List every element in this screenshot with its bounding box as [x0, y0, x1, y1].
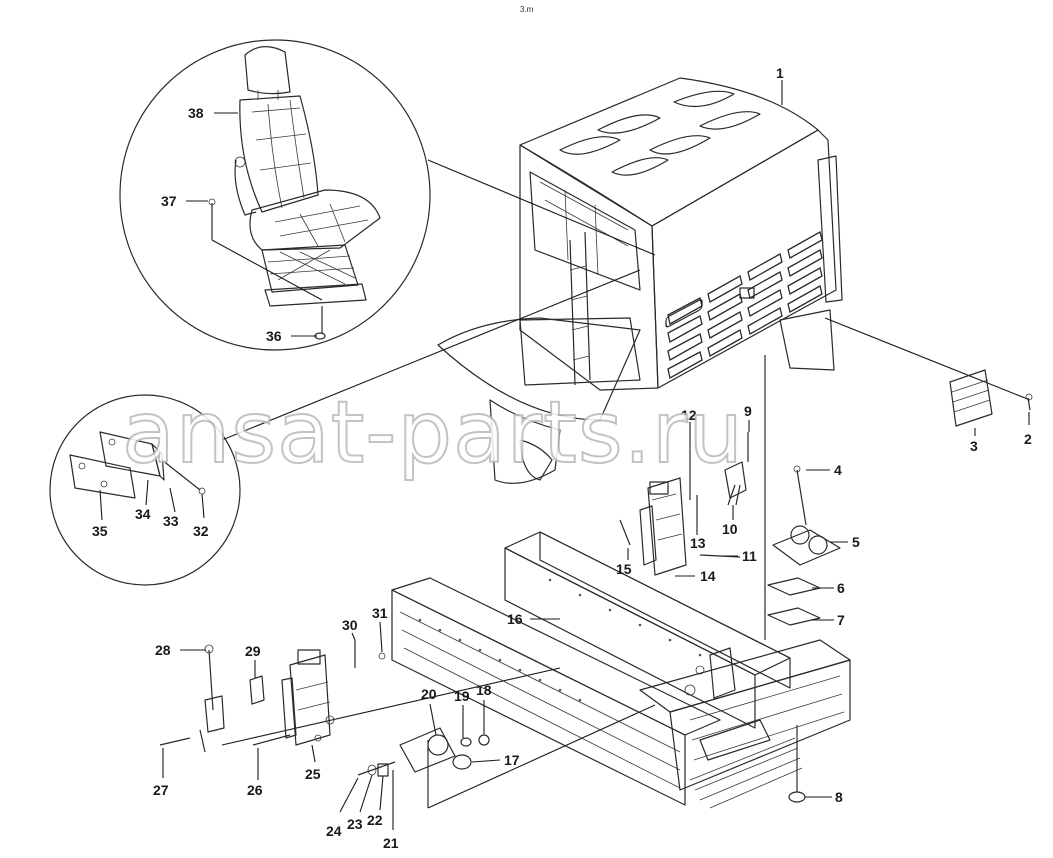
callout-33: 33 [163, 513, 179, 529]
washer-19 [460, 737, 472, 747]
callout-25: 25 [305, 766, 321, 782]
seat-rails [264, 283, 367, 307]
nut-32 [198, 487, 206, 495]
callout-17: 17 [504, 752, 520, 768]
nut-18 [478, 734, 490, 746]
clip-10 [724, 461, 747, 499]
callout-16: 16 [507, 611, 523, 627]
cab-window [529, 171, 641, 291]
bracket-25 [289, 654, 331, 746]
callout-38: 38 [188, 105, 204, 121]
callout-10: 10 [722, 521, 738, 537]
seat-headrest [244, 46, 291, 95]
callout-20: 20 [421, 686, 437, 702]
callout-22: 22 [367, 812, 383, 828]
bolt-33 [161, 459, 201, 491]
cab-mirror [817, 155, 843, 303]
shim-7 [767, 607, 821, 626]
cab-grille [665, 231, 823, 379]
bracket-detail [49, 394, 241, 586]
left-mount [159, 640, 386, 753]
callout-6: 6 [837, 580, 845, 596]
mount-20 [399, 727, 456, 773]
seat-backrest [239, 95, 319, 213]
callout-11: 11 [742, 548, 757, 564]
callout-7: 7 [837, 612, 845, 628]
callout-36: 36 [266, 328, 282, 344]
callout-30: 30 [342, 617, 358, 633]
seat-detail [119, 39, 431, 351]
callout-35: 35 [92, 523, 108, 539]
bolt-24 [357, 761, 396, 776]
callout-leaders [99, 80, 1030, 830]
callout-12: 12 [681, 407, 697, 423]
mount-5 [772, 529, 841, 566]
right-parts [767, 369, 1033, 803]
callout-14: 14 [700, 568, 716, 584]
rod-28 [208, 649, 214, 711]
seat-cushion [249, 189, 381, 251]
callout-34: 34 [135, 506, 151, 522]
cab-lower-panel [489, 399, 561, 484]
callout-24: 24 [326, 823, 342, 839]
bolt-4 [796, 469, 807, 526]
callout-4: 4 [834, 462, 842, 478]
nut-31 [378, 652, 386, 660]
callout-18: 18 [476, 682, 492, 698]
frame [221, 531, 851, 809]
cab-floor [437, 317, 641, 421]
callout-23: 23 [347, 816, 363, 832]
latch-assembly [619, 430, 749, 576]
callout-2: 2 [1024, 431, 1032, 447]
callout-8: 8 [835, 789, 843, 805]
cab-front-bracket [779, 309, 835, 371]
plate-35 [69, 454, 136, 499]
callout-1: 1 [776, 65, 784, 81]
callout-9: 9 [744, 403, 752, 419]
callout-32: 32 [193, 523, 209, 539]
callout-15: 15 [616, 561, 632, 577]
latch-top [649, 481, 669, 495]
bolt-27 [159, 737, 191, 746]
seat-suspension [261, 244, 359, 293]
rubber-block-3 [949, 369, 993, 427]
callout-27: 27 [153, 782, 169, 798]
cab-step-frame [519, 317, 641, 386]
callout-29: 29 [245, 643, 261, 659]
watermark-text: ansat-parts.ru [122, 383, 744, 483]
cab [221, 77, 1031, 640]
pin-15 [619, 519, 631, 546]
callout-19: 19 [454, 688, 470, 704]
callout-13: 13 [690, 535, 706, 551]
callout-3: 3 [970, 438, 978, 454]
cab-side [519, 144, 659, 391]
bracket-detail-circle [49, 394, 241, 586]
callout-21: 21 [383, 835, 399, 851]
top-mark: 3.m [520, 5, 534, 14]
cab-handrail [569, 231, 591, 386]
callout-26: 26 [247, 782, 263, 798]
seat-armrest [234, 159, 257, 216]
bushing-17 [452, 754, 472, 770]
bolt-26 [252, 734, 291, 746]
foot-8 [788, 791, 806, 803]
callout-5: 5 [852, 534, 860, 550]
seat-detail-circle [119, 39, 431, 351]
callout-28: 28 [155, 642, 171, 658]
shim-6 [767, 577, 821, 596]
lower-mount [357, 727, 490, 777]
callout-37: 37 [161, 193, 177, 209]
frame-rivets [418, 578, 702, 702]
cab-front [651, 129, 837, 389]
callout-labels: 1 2 3 4 5 6 7 8 9 10 11 12 13 14 15 16 1… [92, 65, 1032, 851]
callout-31: 31 [372, 605, 388, 621]
clip-29 [249, 675, 265, 705]
latch-body-14 [647, 477, 687, 576]
